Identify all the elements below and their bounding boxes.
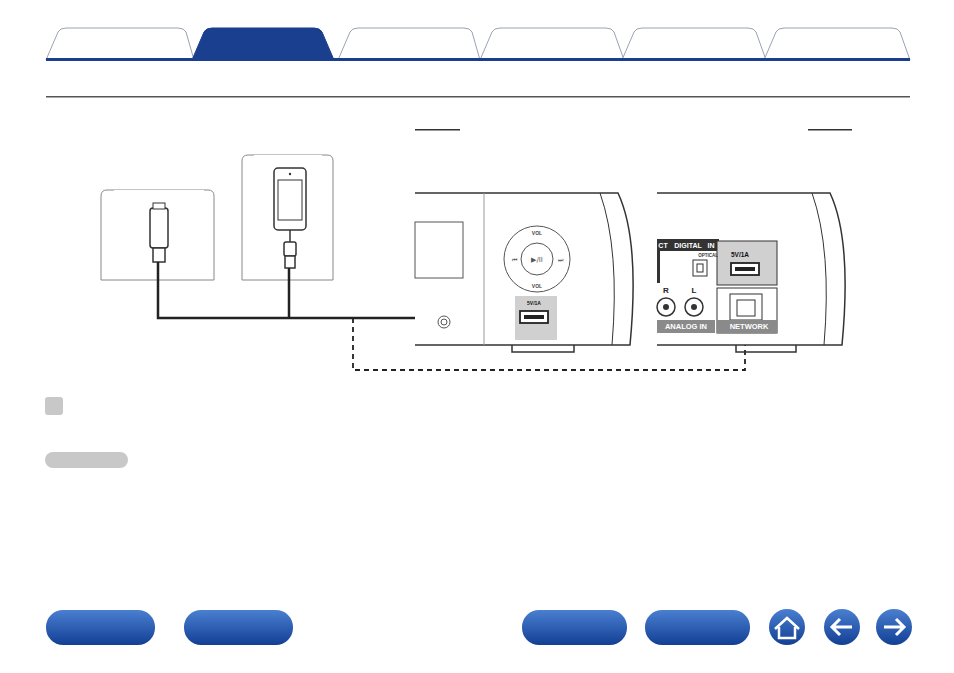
svg-text:▶/II: ▶/II — [531, 256, 543, 264]
channel-label: L — [692, 287, 697, 295]
nav-buttons — [46, 609, 912, 645]
port-label: 5V/1A — [527, 301, 541, 306]
input-label: OPTICAL — [698, 254, 718, 259]
svg-text:⏮: ⏮ — [512, 256, 518, 263]
front-panel: ▶/II ⏮ ⏭ — [415, 193, 633, 352]
knob-label: VOL — [532, 231, 542, 236]
input-label: IN — [708, 242, 715, 249]
section-label: ANALOG IN — [665, 323, 707, 331]
note-pill — [45, 452, 128, 468]
knob-label: VOL — [532, 284, 542, 289]
rear-panel — [657, 193, 845, 352]
tab-rule — [46, 58, 910, 61]
note-marker — [45, 397, 63, 415]
input-label: CT — [658, 242, 667, 249]
port-label: 5V/1A — [731, 252, 749, 259]
heading-underline — [415, 129, 460, 131]
section-label: NETWORK — [730, 323, 769, 331]
heading-underline — [808, 129, 852, 131]
svg-text:⏭: ⏭ — [558, 256, 564, 263]
channel-label: R — [663, 287, 669, 295]
input-label: DIGITAL — [674, 242, 701, 249]
section-rule — [46, 96, 910, 98]
ipod-device — [242, 155, 333, 280]
nav-tabs — [46, 28, 910, 60]
